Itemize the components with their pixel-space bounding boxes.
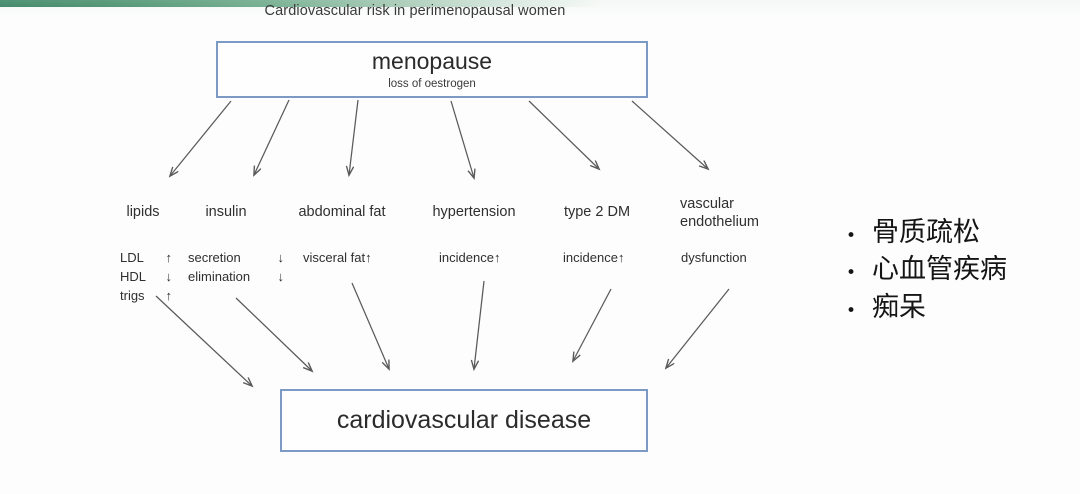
detail-text: trigs [120, 287, 145, 303]
cardiovascular-disease-label: cardiovascular disease [336, 406, 592, 434]
outcomes-bullet-list: • 骨质疏松 • 心血管疾病 • 痴呆 [846, 214, 1074, 326]
list-item-label: 心血管疾病 [872, 254, 1007, 286]
column-detail-lipids: LDL ↑ HDL ↓ trigs ↑ [120, 249, 172, 306]
arrow-down-icon: ↓ [277, 268, 285, 284]
detail-row: HDL ↓ [120, 268, 172, 287]
arrow-up-icon: ↑ [165, 250, 173, 265]
arrow-up-icon: ↑ [165, 287, 173, 303]
detail-text: dysfunction [681, 250, 747, 265]
detail-text: incidence [563, 250, 618, 265]
arrow-menopause-to-hypertension [450, 100, 474, 178]
detail-row: LDL ↑ [120, 249, 172, 268]
list-item: • 心血管疾病 [846, 251, 1074, 288]
column-detail-type-2-dm: incidence↑ [563, 249, 624, 268]
detail-text: HDL [120, 268, 147, 284]
arrow-type2dm-to-cvd [573, 288, 612, 361]
detail-row: dysfunction [681, 249, 747, 268]
column-heading-abdominal-fat: abdominal fat [298, 204, 386, 220]
arrow-menopause-to-lipids [170, 100, 232, 176]
detail-text: secretion [188, 250, 241, 265]
bullet-dot-icon: • [846, 300, 857, 321]
arrow-menopause-to-vascular [631, 100, 708, 169]
column-heading-lipids: lipids [126, 204, 160, 220]
arrow-down-icon: ↓ [277, 250, 285, 265]
column-detail-hypertension: incidence↑ [439, 249, 500, 268]
arrow-menopause-to-type2dm [528, 100, 599, 169]
arrow-insulin-to-cvd [235, 297, 312, 371]
page-title: Cardiovascular risk in perimenopausal wo… [264, 3, 566, 19]
list-item-label: 骨质疏松 [872, 217, 980, 248]
arrow-down-icon: ↓ [165, 268, 173, 284]
detail-text: visceral fat [303, 250, 366, 265]
list-item: • 痴呆 [846, 289, 1074, 326]
detail-row: incidence↑ [563, 249, 624, 268]
detail-row: secretion ↓ [188, 249, 284, 268]
column-heading-vascular-endothelium: vascular endothelium [680, 196, 759, 231]
column-detail-vascular-endothelium: dysfunction [681, 249, 747, 268]
arrow-abdominal-to-cvd [351, 282, 389, 369]
column-heading-hypertension: hypertension [432, 204, 516, 220]
arrow-up-icon: ↑ [365, 250, 372, 265]
column-heading-type-2-dm: type 2 DM [563, 204, 631, 220]
detail-row: elimination ↓ [188, 268, 284, 287]
arrow-up-icon: ↑ [493, 250, 501, 265]
detail-text: incidence [439, 250, 494, 265]
detail-row: incidence↑ [439, 249, 500, 268]
detail-text: elimination [188, 268, 251, 284]
cardiovascular-disease-node: cardiovascular disease [280, 389, 648, 452]
detail-text: LDL [120, 250, 144, 265]
top-green-accent-bar [0, 0, 600, 7]
bullet-dot-icon: • [846, 263, 857, 284]
arrow-menopause-to-abdominal [349, 99, 359, 175]
list-item-label: 痴呆 [872, 291, 926, 323]
arrow-lipids-to-cvd [155, 295, 252, 386]
arrow-menopause-to-insulin [254, 99, 290, 175]
menopause-node: menopause loss of oestrogen [216, 41, 648, 98]
list-item: • 骨质疏松 [846, 214, 1074, 251]
arrow-hypertension-to-cvd [474, 280, 485, 369]
menopause-subtitle: loss of oestrogen [388, 78, 476, 90]
column-detail-insulin: secretion ↓ elimination ↓ [188, 249, 284, 287]
menopause-title: menopause [371, 48, 493, 74]
detail-row: trigs ↑ [120, 287, 172, 306]
column-detail-abdominal-fat: visceral fat↑ [303, 249, 372, 268]
arrow-up-icon: ↑ [617, 250, 625, 265]
detail-row: visceral fat↑ [303, 249, 372, 268]
column-heading-insulin: insulin [205, 204, 247, 220]
bullet-dot-icon: • [846, 226, 857, 246]
arrow-vascular-to-cvd [666, 288, 730, 368]
